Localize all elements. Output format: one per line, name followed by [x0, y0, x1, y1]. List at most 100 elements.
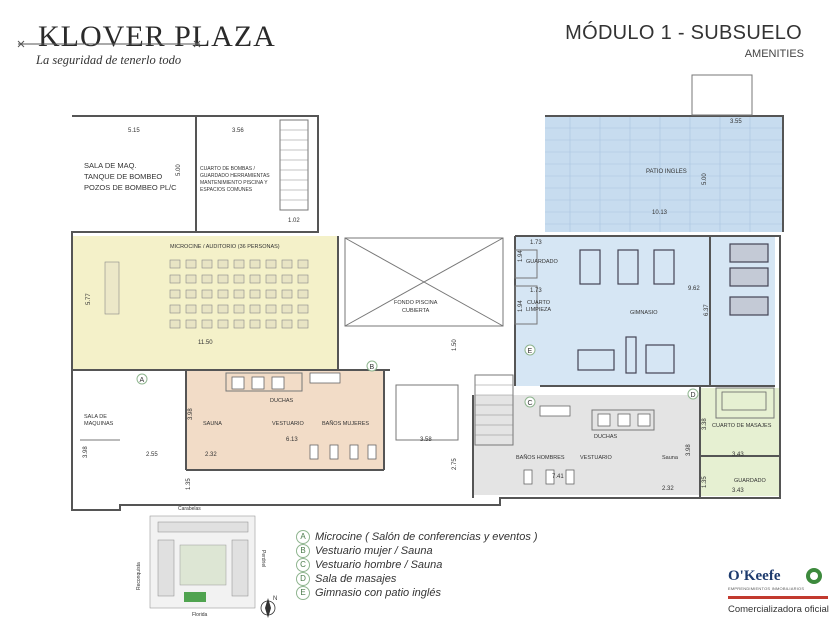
dim-label: 3.43 — [732, 488, 744, 494]
label-cuarto-masajes: CUARTO DE MASAJES — [712, 423, 772, 429]
label-patio-ingles: PATIO INGLES — [646, 169, 687, 175]
dim-label: 5.00 — [176, 164, 182, 176]
dim-label: 9.62 — [688, 286, 700, 292]
dimension-labels: 5.15 3.56 5.00 1.02 3.55 5.00 10.13 5.77… — [83, 119, 744, 494]
marker-e: E — [528, 348, 533, 355]
dim-label: 6.13 — [286, 437, 298, 443]
marker-b: B — [370, 364, 375, 371]
label-vestuario-b: VESTUARIO — [580, 455, 613, 461]
dim-label: 1.73 — [530, 240, 542, 246]
legend-item-c: C Vestuario hombre / Sauna — [296, 558, 442, 572]
room-labels: SALA DE MAQ. TANQUE DE BOMBEO POZOS DE B… — [84, 161, 772, 484]
label-gimnasio: GIMNASIO — [630, 310, 658, 316]
brand-ornament — [17, 40, 201, 48]
compass-icon: N — [260, 596, 277, 618]
dim-label: 3.55 — [730, 119, 742, 125]
dim-label: 2.32 — [662, 486, 674, 492]
marker-d: D — [691, 392, 696, 399]
bathroom-fixtures — [231, 372, 767, 485]
dim-label: 3.98 — [83, 446, 89, 458]
compass-label: N — [273, 596, 277, 602]
label-bombas-2: GUARDADO HERRAMIENTAS — [200, 173, 270, 179]
legend-text: Vestuario hombre / Sauna — [315, 559, 443, 571]
dim-label: 10.13 — [652, 210, 668, 216]
label-bombas-3: MANTENIMIENTO PISCINA Y — [200, 180, 268, 186]
dim-label: 1.73 — [530, 288, 542, 294]
marker-c: C — [528, 400, 533, 407]
dim-label: 2.32 — [205, 452, 217, 458]
legend-letter: B — [296, 544, 310, 558]
legend-text: Sala de masajes — [315, 573, 397, 585]
label-duchas-b: DUCHAS — [594, 434, 618, 440]
label-limpieza-1: CUARTO — [527, 300, 551, 306]
walls — [71, 115, 784, 511]
dim-label: 3.98 — [188, 408, 194, 420]
label-sala-maq-3: POZOS DE BOMBEO PL/C — [84, 183, 177, 192]
label-bombas-1: CUARTO DE BOMBAS / — [200, 166, 255, 172]
dim-label: 3.38 — [702, 418, 708, 430]
legend-text: Microcine ( Salón de conferencias y even… — [315, 531, 538, 543]
label-microcine: MICROCINE / AUDITORIO (36 PERSONAS) — [170, 244, 280, 250]
dim-label: 3.58 — [420, 437, 432, 443]
dim-label: 7.41 — [552, 474, 564, 480]
label-limpieza-2: LIMPIEZA — [526, 307, 551, 313]
label-sauna-a: SAUNA — [203, 421, 222, 427]
label-sauna-b: Sauna — [662, 455, 679, 461]
label-sala-maquinas-2: MAQUINAS — [84, 421, 114, 427]
dim-label: 5.00 — [702, 173, 708, 185]
label-fondo-piscina-1: FONDO PISCINA — [394, 300, 438, 306]
okeefe-emblem-icon — [728, 568, 828, 599]
dim-label: 11.50 — [198, 340, 213, 346]
dim-label: 3.43 — [732, 452, 744, 458]
label-vestuario-a: VESTUARIO — [272, 421, 305, 427]
label-banos-mujeres: BAÑOS MUJERES — [322, 420, 369, 427]
gym-equipment — [577, 243, 769, 374]
module-subtitle: AMENITIES — [744, 48, 804, 60]
legend-item-e: E Gimnasio con patio inglés — [296, 586, 441, 600]
marker-a: A — [140, 377, 145, 384]
dim-label: 1.94 — [518, 250, 524, 262]
area-markers: A B C D E — [136, 344, 699, 408]
dim-label: 2.55 — [146, 452, 158, 458]
dim-label: 2.75 — [452, 458, 458, 470]
label-duchas-a: DUCHAS — [270, 398, 294, 404]
label-guardado: GUARDADO — [526, 259, 559, 265]
auditorium-seats — [104, 259, 309, 329]
siteplan-top-label: Carabelas — [178, 506, 201, 512]
legend-text: Gimnasio con patio inglés — [315, 587, 441, 599]
site-plan: Carabelas Reconquista Perdriel Florida — [136, 506, 266, 618]
thin-walls — [80, 74, 775, 446]
zone-patio-ingles — [545, 116, 783, 232]
label-sala-maq-1: SALA DE MAQ. — [84, 161, 137, 170]
label-bombas-4: ESPACIOS COMUNES — [200, 187, 253, 193]
agency-logo: O'Keefe — [728, 568, 781, 584]
label-guardado-b: GUARDADO — [734, 478, 767, 484]
dim-label: 5.15 — [128, 128, 140, 134]
legend-letter: D — [296, 572, 310, 586]
label-sala-maquinas-1: SALA DE — [84, 414, 107, 420]
legend-item-b: B Vestuario mujer / Sauna — [296, 544, 433, 558]
siteplan-left-label: Reconquista — [136, 562, 142, 590]
dim-label: 1.50 — [452, 339, 458, 351]
siteplan-right-label: Perdriel — [260, 550, 266, 567]
dim-label: 5.77 — [86, 293, 92, 305]
legend-item-d: D Sala de masajes — [296, 572, 396, 586]
dim-label: 1.02 — [288, 218, 300, 224]
dim-label: 6.37 — [704, 304, 710, 316]
dim-label: 1.35 — [186, 478, 192, 490]
siteplan-bottom-label: Florida — [192, 612, 208, 618]
label-sala-maq-2: TANQUE DE BOMBEO — [84, 172, 162, 181]
agency-subtitle: EMPRENDIMIENTOS INMOBILIARIOS — [728, 586, 805, 591]
legend-letter: C — [296, 558, 310, 572]
module-title: MÓDULO 1 - SUBSUELO — [565, 22, 802, 44]
legend-text: Vestuario mujer / Sauna — [315, 545, 433, 557]
legend-letter: E — [296, 586, 310, 600]
dim-label: 3.56 — [232, 128, 244, 134]
brand-title: KLOVER PLAZA — [38, 20, 276, 53]
dim-label: 1.35 — [702, 476, 708, 488]
dim-label: 3.98 — [686, 444, 692, 456]
patio-pattern — [545, 116, 783, 232]
label-fondo-piscina-2: CUBIERTA — [402, 308, 430, 314]
